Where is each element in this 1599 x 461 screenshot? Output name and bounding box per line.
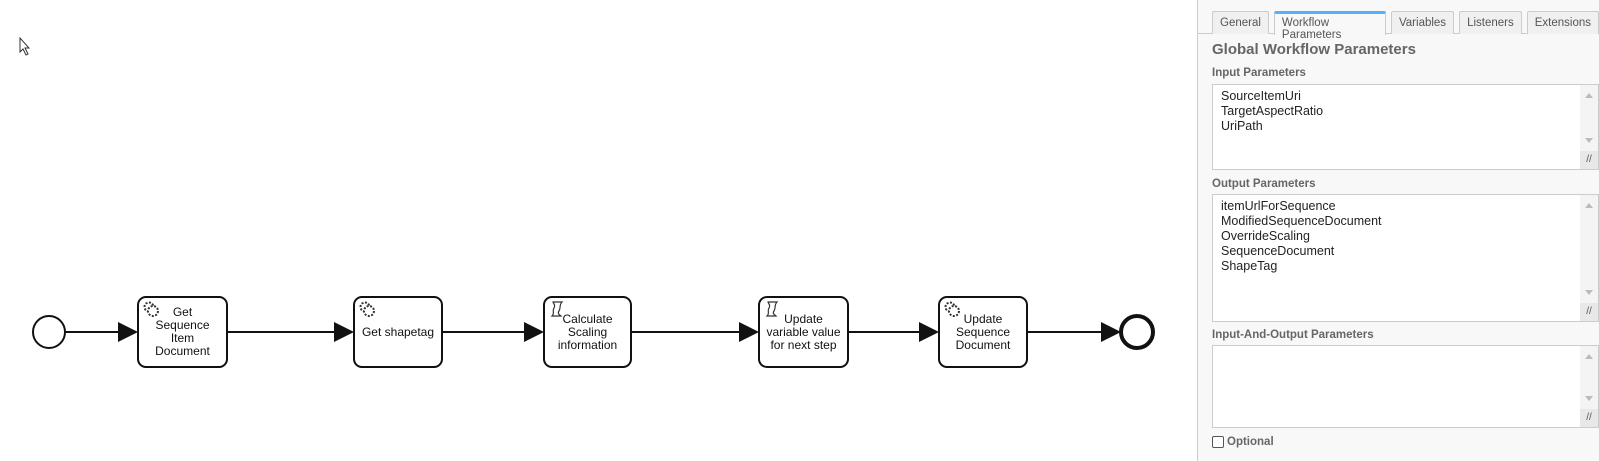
input-parameters-value: SourceItemUri TargetAspectRatio UriPath — [1221, 89, 1324, 133]
tab-general[interactable]: General — [1212, 11, 1269, 34]
gear-icon — [358, 300, 376, 318]
script-icon — [548, 300, 566, 318]
optional-checkbox-row[interactable]: Optional — [1212, 436, 1274, 448]
scrollbar[interactable]: // — [1580, 85, 1598, 169]
resize-handle-icon: // — [1580, 151, 1598, 169]
tab-listeners[interactable]: Listeners — [1459, 11, 1522, 34]
script-task[interactable]: Update variable value for next step — [758, 296, 849, 368]
end-event[interactable] — [1119, 314, 1155, 350]
resize-handle-icon: // — [1580, 303, 1598, 321]
script-task[interactable]: Calculate Scaling information — [543, 296, 632, 368]
flow-connections — [19, 36, 1155, 350]
task-label: Get Sequence Item Document — [155, 305, 210, 358]
optional-label: Optional — [1227, 436, 1274, 448]
start-event[interactable] — [32, 315, 66, 349]
service-task[interactable]: Get shapetag — [353, 296, 443, 368]
service-task[interactable]: Update Sequence Document — [938, 296, 1028, 368]
scrollbar[interactable]: // — [1580, 346, 1598, 427]
tab-workflow-parameters[interactable]: Workflow Parameters — [1273, 11, 1386, 41]
task-label: Update Sequence Document — [955, 311, 1011, 352]
mouse-cursor-icon — [19, 36, 31, 56]
task-label: Update variable value for next step — [766, 311, 841, 352]
script-icon — [763, 300, 781, 318]
gear-icon — [943, 300, 961, 318]
optional-checkbox[interactable] — [1212, 436, 1224, 448]
output-parameters-value: itemUrlForSequence ModifiedSequenceDocum… — [1221, 199, 1382, 273]
inout-parameters-label: Input-And-Output Parameters — [1212, 329, 1374, 341]
section-heading: Global Workflow Parameters — [1212, 41, 1416, 58]
tab-bar: General Workflow Parameters Variables Li… — [1212, 11, 1599, 41]
tab-variables[interactable]: Variables — [1390, 11, 1455, 34]
input-parameters-textarea[interactable]: SourceItemUri TargetAspectRatio UriPath /… — [1212, 84, 1599, 170]
output-parameters-textarea[interactable]: itemUrlForSequence ModifiedSequenceDocum… — [1212, 194, 1599, 322]
resize-handle-icon: // — [1580, 409, 1598, 427]
task-label: Calculate Scaling information — [557, 311, 618, 352]
gear-icon — [142, 300, 160, 318]
properties-panel: General Workflow Parameters Variables Li… — [1197, 0, 1599, 461]
tab-extensions[interactable]: Extensions — [1526, 11, 1599, 34]
scrollbar[interactable]: // — [1580, 195, 1598, 321]
bpmn-canvas[interactable]: Get Sequence Item Document Get shapetag … — [0, 0, 1197, 461]
task-label: Get shapetag — [361, 324, 435, 339]
inout-parameters-textarea[interactable]: // — [1212, 345, 1599, 428]
service-task[interactable]: Get Sequence Item Document — [137, 296, 228, 368]
output-parameters-label: Output Parameters — [1212, 178, 1316, 190]
input-parameters-label: Input Parameters — [1212, 67, 1306, 79]
